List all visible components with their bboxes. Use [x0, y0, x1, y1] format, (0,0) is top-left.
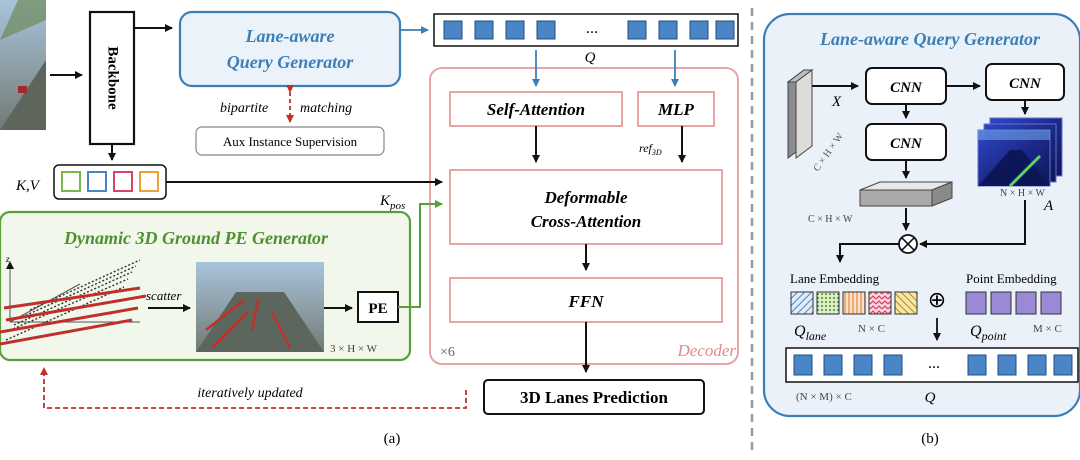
point-embed-cell [1015, 291, 1037, 315]
q-output-cell [1053, 354, 1073, 376]
feature-slab [859, 181, 953, 207]
query-generator-panel [762, 12, 1080, 418]
point-embed-cell [965, 291, 987, 315]
self-attention-label: Self-Attention [487, 100, 585, 119]
q-cell [689, 20, 709, 40]
z-axis-label: z [5, 254, 10, 264]
q-cell [658, 20, 678, 40]
deformable-line1: Deformable [543, 188, 628, 207]
lane-embed-cell [842, 291, 866, 315]
aux-supervision-box [195, 126, 385, 156]
kv-label: K,V [15, 178, 41, 194]
q-cell [715, 20, 735, 40]
scattered-road-image [196, 262, 324, 352]
mlp-box [637, 91, 715, 127]
panel-b-title: Lane-aware Query Generator [819, 29, 1041, 49]
lane-embed-cell [816, 291, 840, 315]
q-point-label: Qpoint [970, 323, 1007, 343]
q-output-label: Q [925, 390, 936, 406]
point-embedding-label: Point Embedding [966, 271, 1057, 286]
q-output-cell [967, 354, 987, 376]
pe-generator-title: Dynamic 3D Ground PE Generator [63, 228, 329, 248]
caption-a: (a) [384, 431, 401, 447]
query-generator-line1: Lane-aware [245, 26, 335, 46]
iterative-update-loop [40, 367, 467, 409]
attention-map-stack [977, 117, 1063, 188]
pe-dim-label: 3 × H × W [330, 343, 378, 355]
q-cells [443, 20, 735, 40]
decoder-label: Decoder [676, 341, 736, 360]
kpos-label: Kpos [379, 193, 405, 212]
deformable-line2: Cross-Attention [531, 212, 642, 231]
backbone-label: Backbone [105, 46, 121, 110]
q-lane-label: Qlane [794, 323, 827, 343]
q-output-cells [793, 354, 1073, 376]
x-label: X [831, 94, 842, 110]
repeat-label: ×6 [440, 345, 455, 360]
mlp-label: MLP [657, 100, 695, 119]
q-output-cell [997, 354, 1017, 376]
iterative-label: iteratively updated [197, 386, 303, 401]
bipartite-label: bipartite [220, 101, 268, 116]
q-output-cell [853, 354, 873, 376]
matching-label: matching [300, 101, 352, 116]
q-output-cell [883, 354, 903, 376]
decoder-frame [429, 67, 739, 365]
self-attention-box [449, 91, 623, 127]
a-dim-label: N × H × W [1000, 188, 1046, 199]
caption-b: (b) [921, 431, 939, 447]
prediction-label: 3D Lanes Prediction [520, 388, 669, 407]
point-embed-cell [990, 291, 1012, 315]
q-row-dots: ... [586, 20, 598, 37]
kv-cell-blue [87, 171, 107, 192]
q-output-dots: ... [928, 355, 940, 372]
ground-grid-plot: z [0, 254, 147, 346]
cnn-mid-label: CNN [890, 136, 923, 152]
ref-label: ref3D [639, 141, 662, 157]
arrow-mult-to-lane-embedding [836, 243, 899, 263]
query-generator-box [178, 10, 402, 88]
a-label: A [1043, 198, 1054, 214]
q-cell [536, 20, 556, 40]
cnn-right-label: CNN [1009, 76, 1042, 92]
backbone-box [88, 10, 136, 146]
aux-supervision-label: Aux Instance Supervision [223, 134, 358, 149]
scatter-label: scatter [146, 288, 182, 303]
q-output-cell [823, 354, 843, 376]
arrow-attention-to-mult [919, 200, 1026, 248]
q-output-dim: (N × M) × C [796, 391, 852, 403]
add-operator: ⊕ [928, 287, 946, 312]
q-output-cell [793, 354, 813, 376]
q-output-cell [1027, 354, 1047, 376]
ffn-box [449, 277, 723, 323]
lane-embedding-label: Lane Embedding [790, 271, 880, 286]
kv-cell-pink [113, 171, 133, 192]
ffn-label: FFN [568, 292, 605, 311]
x-feature-block [786, 69, 814, 159]
arrow-pe-to-deform [398, 200, 443, 308]
lane-lines [0, 286, 147, 346]
kv-cell-orange [139, 171, 159, 192]
query-generator-line2: Query Generator [227, 52, 354, 72]
cnn-top-label: CNN [890, 80, 923, 96]
input-image [0, 0, 46, 130]
q-cell [443, 20, 463, 40]
q-row-label: Q [585, 50, 596, 66]
q-cell [627, 20, 647, 40]
q-point-dim: M × C [1033, 323, 1062, 335]
q-cell [474, 20, 494, 40]
q-lane-dim: N × C [858, 323, 885, 335]
deformable-box [449, 169, 723, 245]
prediction-box [483, 379, 705, 415]
lane-embed-cell [894, 291, 918, 315]
lane-embed-cell [868, 291, 892, 315]
q-cell [505, 20, 525, 40]
lane-embed-cell [790, 291, 814, 315]
pe-label: PE [368, 301, 387, 317]
kv-cell-green [61, 171, 81, 192]
feat-dim-label: C × H × W [808, 214, 853, 225]
point-embed-cell [1040, 291, 1062, 315]
